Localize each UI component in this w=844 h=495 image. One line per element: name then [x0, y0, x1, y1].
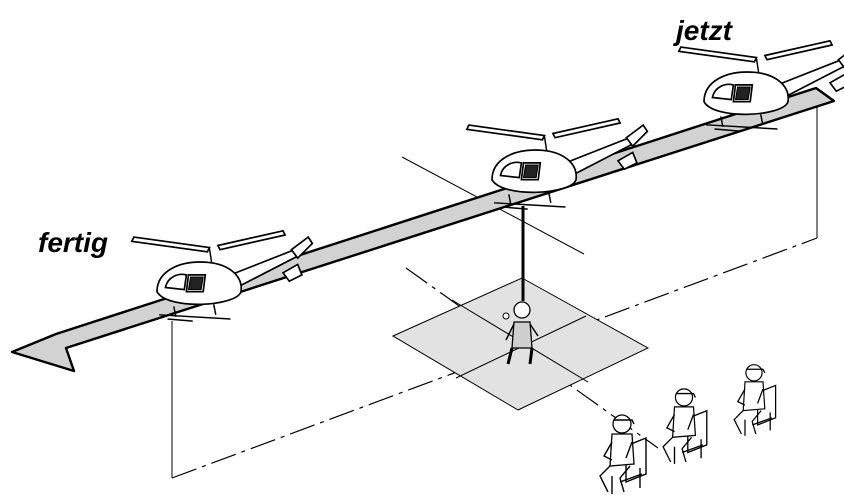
spectator-1 — [599, 414, 647, 495]
spectator-3 — [733, 364, 777, 437]
label-fertig: fertig — [38, 227, 108, 258]
helicopter-right — [677, 39, 844, 132]
pilot-figure — [502, 301, 539, 365]
label-jetzt: jetzt — [672, 15, 734, 46]
spectator-2 — [662, 388, 708, 465]
